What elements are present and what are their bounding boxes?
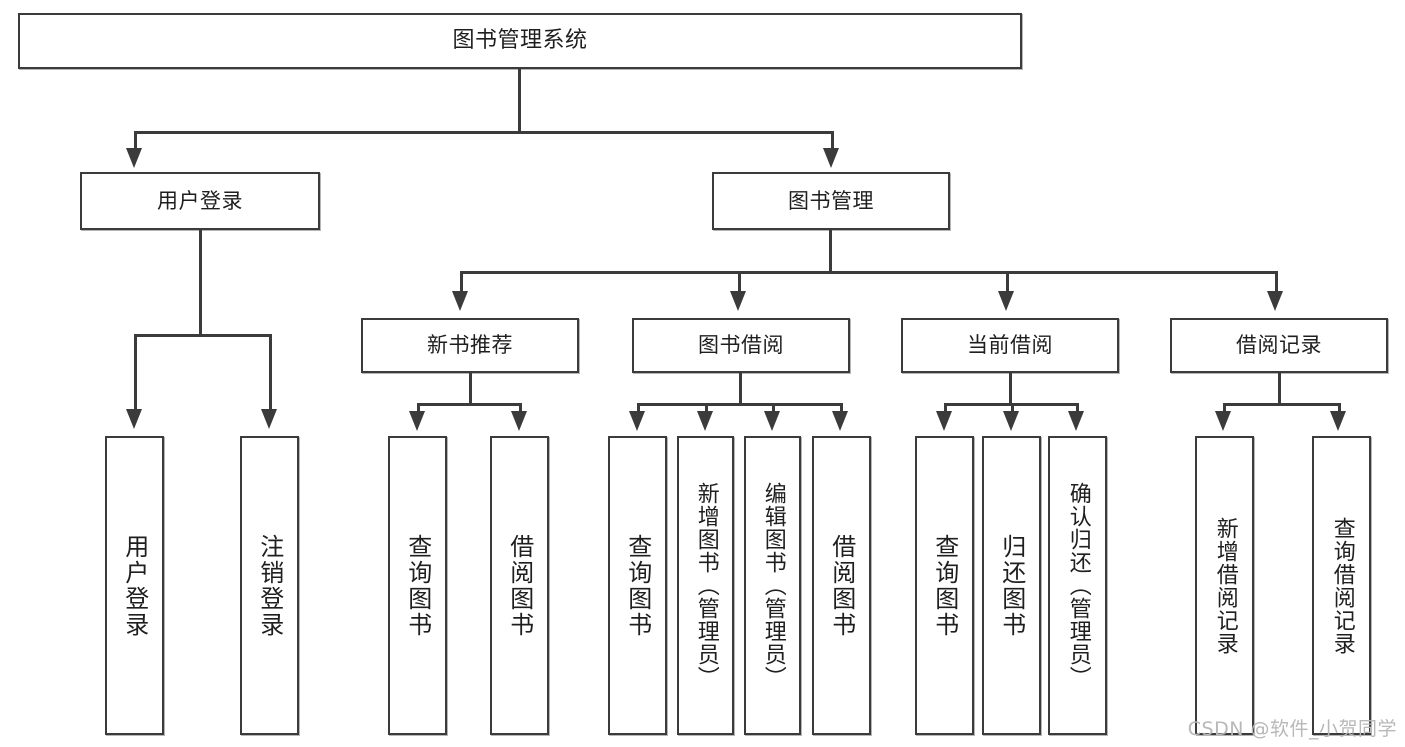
arrowhead-cb-child-2 [1003, 411, 1019, 431]
csdn-watermark: CSDN @软件_小贺同学 [1187, 718, 1397, 740]
connector-bb-child-2 [705, 403, 708, 413]
node-label: 归还图书 [997, 533, 1026, 638]
node-label: 新书推荐 [427, 333, 513, 358]
arrowhead-bb-child-4 [832, 411, 848, 431]
leaf-bb-query-book[interactable]: 查询图书 [608, 436, 667, 735]
node-root-book-management-system[interactable]: 图书管理系统 [18, 13, 1022, 69]
node-label: 注销登录 [255, 533, 284, 638]
connector-nbr-child-2 [519, 403, 522, 413]
node-label: 新增图书（管理员） [693, 482, 719, 689]
node-label: 用户登录 [120, 533, 149, 638]
connector-new-book-recommend-stem [469, 373, 472, 405]
node-label: 编辑图书（管理员） [760, 482, 786, 689]
connector-user-login-left [134, 334, 137, 410]
node-borrow-record[interactable]: 借阅记录 [1170, 318, 1388, 373]
node-label: 借阅图书 [827, 533, 856, 638]
arrowhead-user-login [126, 148, 142, 168]
leaf-user-login[interactable]: 用户登录 [105, 436, 164, 735]
leaf-cb-query-book[interactable]: 查询图书 [915, 436, 974, 735]
leaf-logout[interactable]: 注销登录 [240, 436, 299, 735]
arrowhead-book-management [823, 148, 839, 168]
connector-current-borrow-stem [1009, 373, 1012, 405]
node-label: 图书管理系统 [452, 27, 588, 53]
node-label: 新增借阅记录 [1212, 516, 1238, 655]
leaf-br-query-record[interactable]: 查询借阅记录 [1312, 436, 1371, 735]
arrowhead-nbr-child-2 [511, 411, 527, 431]
connector-to-current-borrow [1006, 271, 1009, 293]
connector-borrow-record-bus [1223, 403, 1340, 406]
arrowhead-br-child-2 [1330, 411, 1346, 431]
connector-br-child-1 [1223, 403, 1226, 413]
arrowhead-borrow-record [1267, 291, 1283, 311]
connector-nbr-child-1 [417, 403, 420, 413]
arrowhead-book-borrow [730, 291, 746, 311]
connector-new-book-recommend-bus [417, 403, 522, 406]
arrowhead-new-book-recommend [452, 291, 468, 311]
arrowhead-nbr-child-1 [409, 411, 425, 431]
connector-bb-child-4 [840, 403, 843, 413]
connector-book-borrow-stem [739, 373, 742, 405]
arrowhead-cb-child-3 [1068, 411, 1084, 431]
connector-borrow-record-stem [1278, 373, 1281, 405]
connector-root-stem [518, 69, 521, 133]
arrowhead-bb-child-1 [629, 411, 645, 431]
arrowhead-bb-child-3 [764, 411, 780, 431]
node-label: 用户登录 [157, 188, 243, 213]
connector-to-new-book-recommend [460, 271, 463, 293]
node-label: 当前借阅 [967, 333, 1053, 358]
node-current-borrow[interactable]: 当前借阅 [901, 318, 1119, 373]
leaf-bb-borrow-book[interactable]: 借阅图书 [812, 436, 871, 735]
arrowhead-leaf-user-login [126, 409, 142, 429]
node-label: 图书管理 [788, 188, 874, 213]
connector-bb-child-3 [772, 403, 775, 413]
connector-book-borrow-bus [637, 403, 842, 406]
connector-book-management-stem [829, 230, 832, 274]
node-book-borrow[interactable]: 图书借阅 [632, 318, 850, 373]
connector-root-bus [134, 131, 834, 134]
connector-bb-child-1 [637, 403, 640, 413]
arrowhead-bb-child-2 [697, 411, 713, 431]
leaf-nbr-query-book[interactable]: 查询图书 [388, 436, 447, 735]
arrowhead-leaf-logout [261, 409, 277, 429]
connector-to-borrow-record [1275, 271, 1278, 293]
leaf-cb-confirm-return-admin[interactable]: 确认归还（管理员） [1048, 436, 1107, 735]
node-new-book-recommend[interactable]: 新书推荐 [361, 318, 579, 373]
connector-br-child-2 [1338, 403, 1341, 413]
connector-user-login-right [269, 334, 272, 410]
node-label: 确认归还（管理员） [1065, 482, 1091, 689]
connector-user-login-stem [199, 230, 202, 336]
connector-root-to-book-management [831, 131, 834, 151]
arrowhead-current-borrow [998, 291, 1014, 311]
connector-cb-child-2 [1011, 403, 1014, 413]
node-book-management[interactable]: 图书管理 [712, 172, 950, 230]
connector-to-book-borrow [738, 271, 741, 293]
node-label: 查询图书 [930, 533, 959, 638]
arrowhead-cb-child-1 [936, 411, 952, 431]
leaf-cb-return-book[interactable]: 归还图书 [982, 436, 1041, 735]
connector-root-to-user-login [134, 131, 137, 151]
node-label: 借阅图书 [505, 533, 534, 638]
connector-user-login-bus [134, 334, 272, 337]
leaf-bb-add-book-admin[interactable]: 新增图书（管理员） [677, 436, 734, 735]
leaf-br-add-record[interactable]: 新增借阅记录 [1195, 436, 1254, 735]
connector-book-management-bus [460, 271, 1278, 274]
connector-cb-child-1 [944, 403, 947, 413]
node-label: 查询图书 [623, 533, 652, 638]
node-label: 查询图书 [403, 533, 432, 638]
connector-cb-child-3 [1076, 403, 1079, 413]
node-label: 查询借阅记录 [1329, 516, 1355, 655]
arrowhead-br-child-1 [1215, 411, 1231, 431]
node-label: 借阅记录 [1236, 333, 1322, 358]
node-user-login[interactable]: 用户登录 [80, 172, 320, 230]
leaf-bb-edit-book-admin[interactable]: 编辑图书（管理员） [744, 436, 801, 735]
leaf-nbr-borrow-book[interactable]: 借阅图书 [490, 436, 549, 735]
node-label: 图书借阅 [698, 333, 784, 358]
